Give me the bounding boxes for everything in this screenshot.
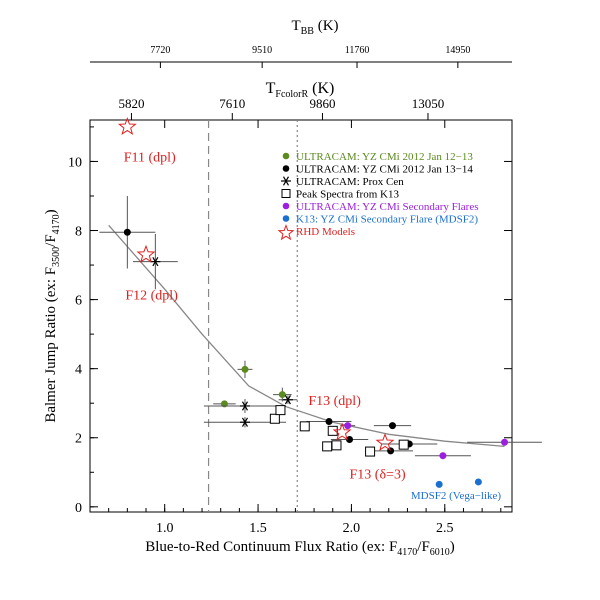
data-point-series-6 xyxy=(375,432,395,451)
x-axis-title: Blue-to-Red Continuum Flux Ratio (ex: F4… xyxy=(145,539,455,558)
y-tick-label: 2 xyxy=(75,432,82,447)
legend-marker xyxy=(277,224,295,241)
top-bb-tick-label: 9510 xyxy=(252,45,272,56)
annotation-label: F12 (dpl) xyxy=(125,289,178,304)
legend-label: ULTRACAM: YZ CMi 2012 Jan 12−13 xyxy=(296,151,473,163)
reference-vlines xyxy=(207,120,298,512)
data-point-series-4 xyxy=(501,438,509,446)
top-axis-bb-ticks: 7720 9510 11760 14950 xyxy=(150,45,470,68)
data-point-series-1 xyxy=(346,435,354,443)
asterisk-stroke xyxy=(241,417,249,427)
data-point-series-0 xyxy=(278,391,286,399)
legend-marker xyxy=(282,215,290,222)
top-axis-color-title: TFcolorR (K) xyxy=(266,80,335,100)
legend-label: K13: YZ CMi Secondary Flare (MDSF2) xyxy=(296,214,478,226)
x-tick-label: 1.5 xyxy=(249,521,267,536)
asterisk-stroke xyxy=(241,401,249,411)
annotation-label: F13 (dpl) xyxy=(308,394,361,409)
y-axis-title: Balmer Jump Ratio (ex: F3500/F4170) xyxy=(43,209,62,422)
data-point-series-6 xyxy=(332,422,352,441)
legend-marker xyxy=(281,176,291,186)
top-color-tick-label: 13050 xyxy=(412,96,445,111)
asterisk-stroke xyxy=(282,176,290,186)
data-point-series-4 xyxy=(344,422,352,430)
y-tick-label: 6 xyxy=(75,294,82,309)
top-color-tick-label: 9860 xyxy=(309,96,335,111)
data-point-series-2 xyxy=(239,417,250,427)
data-point-series-3 xyxy=(275,405,286,416)
data-point-series-1 xyxy=(123,228,131,236)
top-bb-tick-label: 11760 xyxy=(345,45,370,56)
x-axis-ticks: 1.0 1.5 2.0 2.5 xyxy=(108,120,502,536)
top-bb-tick-label: 7720 xyxy=(150,45,170,56)
data-point-series-6 xyxy=(117,116,137,135)
top-color-tick-label: 7610 xyxy=(219,96,245,111)
x-tick-label: 1.0 xyxy=(156,521,174,536)
legend-label: ULTRACAM: YZ CMi 2012 Jan 13−14 xyxy=(296,164,473,176)
data-point-series-3 xyxy=(299,421,310,432)
x-tick-label: 2.5 xyxy=(436,521,454,536)
y-axis-ticks: 0 2 4 6 8 10 xyxy=(68,126,512,516)
data-point-series-3 xyxy=(327,425,338,436)
legend-label: Peak Spectra from K13 xyxy=(296,189,399,201)
data-point-series-5 xyxy=(435,480,443,488)
data-point-series-2 xyxy=(150,256,161,267)
top-axis-bb-title: TBB (K) xyxy=(291,18,338,37)
top-bb-tick-label: 14950 xyxy=(445,45,470,56)
legend-marker xyxy=(282,152,290,160)
x-tick-label: 2.0 xyxy=(343,521,361,536)
data-point-series-2 xyxy=(282,395,293,405)
data-point-series-1 xyxy=(325,418,333,426)
data-marks xyxy=(99,116,542,488)
fit-line xyxy=(108,224,505,448)
annotation-label: MDSF2 (Vega−like) xyxy=(411,490,502,502)
data-point-series-3 xyxy=(269,413,280,424)
legend-label: ULTRACAM: YZ CMi Secondary Flares xyxy=(296,201,479,213)
legend: ULTRACAM: YZ CMi 2012 Jan 12−13ULTRACAM:… xyxy=(277,151,479,241)
y-tick-label: 8 xyxy=(75,225,82,240)
asterisk-stroke xyxy=(284,395,291,405)
legend-marker xyxy=(282,202,290,210)
data-point-series-3 xyxy=(398,439,409,450)
data-point-series-3 xyxy=(331,440,342,451)
data-point-series-5 xyxy=(474,478,482,486)
plot-frame xyxy=(89,119,513,513)
y-tick-label: 10 xyxy=(68,155,82,170)
y-tick-label: 4 xyxy=(75,363,82,378)
fit-line-group xyxy=(108,224,505,448)
legend-label: RHD Models xyxy=(296,226,355,238)
top-color-tick-label: 5820 xyxy=(118,96,144,111)
y-tick-label: 0 xyxy=(75,501,82,516)
data-point-series-3 xyxy=(365,446,376,457)
data-point-series-4 xyxy=(439,452,447,460)
annotation-label: F13 (δ=3) xyxy=(350,467,406,482)
annotations: F11 (dpl) F12 (dpl) F13 (dpl) F13 (δ=3) MDSF… xyxy=(124,150,502,502)
top-axis-color-ticks: 5820 7610 9860 13050 xyxy=(118,96,444,120)
data-point-series-3 xyxy=(322,441,333,452)
legend-label: ULTRACAM: Prox Cen xyxy=(296,176,404,188)
data-point-series-6 xyxy=(136,244,156,263)
asterisk-stroke xyxy=(152,256,159,267)
annotation-label: F11 (dpl) xyxy=(124,150,176,165)
legend-marker xyxy=(281,189,291,198)
data-point-series-2 xyxy=(239,401,250,411)
legend-marker xyxy=(282,165,290,172)
data-point-series-1 xyxy=(388,422,396,430)
data-point-series-0 xyxy=(241,365,249,373)
